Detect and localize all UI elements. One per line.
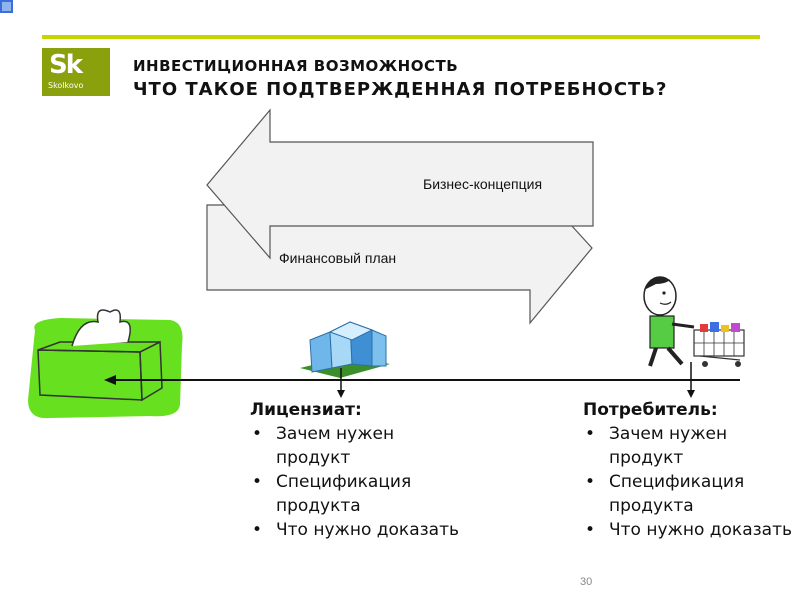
- list-item: •Зачем нужен продукт: [252, 424, 395, 468]
- list-item: •Зачем нужен продукт: [585, 424, 728, 468]
- page-number: 30: [580, 576, 593, 588]
- arrow-label-financial-plan: Финансовый план: [279, 250, 397, 266]
- corner-marker: [0, 0, 13, 13]
- timeline-arrowhead: [104, 375, 116, 385]
- top-accent-bar: [42, 35, 760, 39]
- arrow-business-concept: [206, 108, 594, 260]
- shopper-icon: [643, 276, 745, 367]
- licensee-list: •Зачем нужен продукт •Спецификация проду…: [250, 422, 460, 542]
- list-item: •Спецификация продукта: [252, 472, 412, 516]
- licensee-column: Лицензиат: •Зачем нужен продукт •Специфи…: [250, 398, 460, 542]
- consumer-list: •Зачем нужен продукт •Спецификация проду…: [583, 422, 793, 542]
- list-item: •Что нужно доказать: [585, 520, 792, 540]
- logo-text: Sk: [49, 50, 83, 80]
- consumer-title: Потребитель:: [583, 400, 718, 420]
- list-item: •Спецификация продукта: [585, 472, 745, 516]
- arrow-label-business-concept: Бизнес-концепция: [423, 176, 543, 192]
- list-item: •Что нужно доказать: [252, 520, 459, 540]
- logo-subtext: Skolkovo: [48, 81, 84, 90]
- tissue-box-icon: [28, 309, 183, 419]
- building-icon: [300, 321, 390, 378]
- slide-title-line1: ИНВЕСТИЦИОННАЯ ВОЗМОЖНОСТЬ: [133, 57, 459, 75]
- consumer-column: Потребитель: •Зачем нужен продукт •Специ…: [583, 398, 793, 542]
- slide-title-line2: ЧТО ТАКОЕ ПОДТВЕРЖДЕННАЯ ПОТРЕБНОСТЬ?: [133, 79, 668, 100]
- skolkovo-logo: Sk Skolkovo: [42, 48, 110, 96]
- licensee-title: Лицензиат:: [250, 400, 362, 420]
